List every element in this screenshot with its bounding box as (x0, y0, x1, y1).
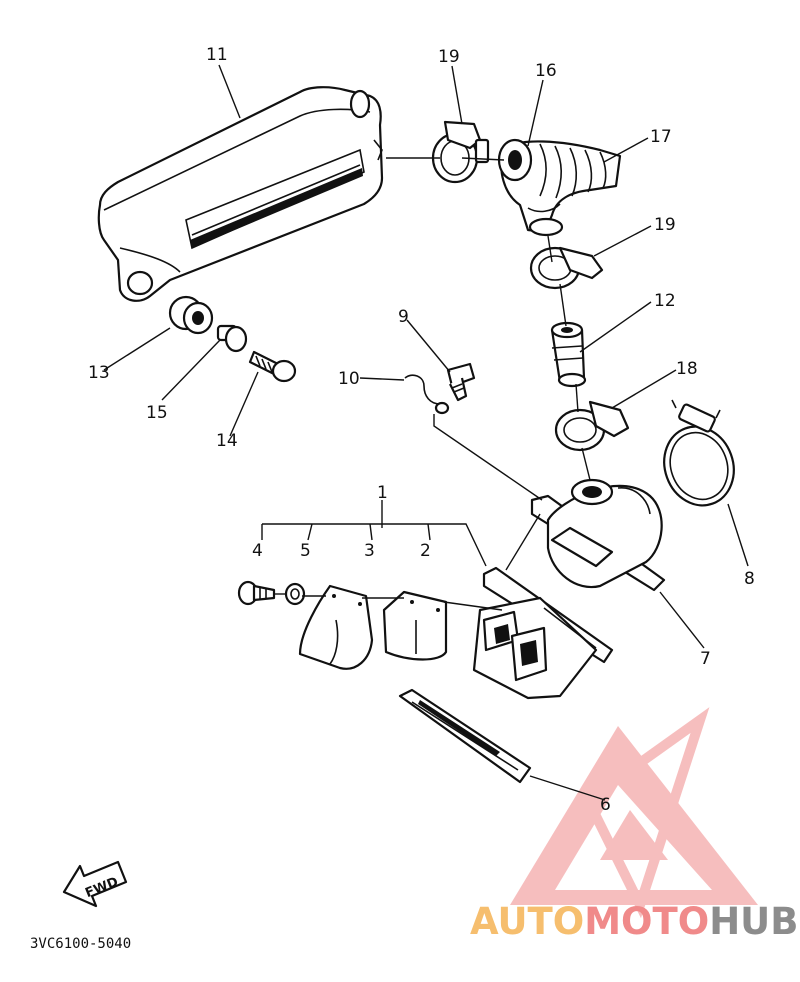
callout-4: 4 (252, 541, 263, 561)
callout-5: 5 (300, 541, 311, 561)
pipe-part (550, 321, 587, 388)
band-clamp-part (663, 399, 735, 507)
bolt-9-part (446, 362, 476, 402)
callout-18: 18 (676, 359, 698, 379)
washer-5-part (284, 582, 306, 606)
manifold-part (530, 478, 666, 592)
part-code: 3VC6100-5040 (30, 936, 131, 952)
hose-clamp-upper-part (431, 120, 490, 184)
callout-16: 16 (535, 61, 557, 81)
callout-13: 13 (88, 363, 110, 383)
reed-stopper-part (298, 584, 374, 670)
fwd-arrow: FWD (62, 860, 128, 908)
callout-17: 17 (650, 127, 672, 147)
watermark-wordmark: AUTOMOTOHUB (470, 900, 798, 943)
callout-14: 14 (216, 431, 238, 451)
collar-part (216, 324, 248, 353)
callout-10: 10 (338, 369, 360, 389)
callout-12: 12 (654, 291, 676, 311)
callout-labels: 11 19 16 17 19 12 18 9 10 13 15 14 1 4 5… (88, 45, 755, 815)
clamp-18-part (554, 400, 630, 452)
callout-8: 8 (744, 569, 755, 589)
callout-19-upper: 19 (438, 47, 460, 67)
hose-clamp-lower-part (529, 246, 604, 290)
callout-19-lower: 19 (654, 215, 676, 235)
watermark-moto: MOTO (584, 900, 709, 943)
screw-part (248, 350, 297, 383)
air-box-part (97, 86, 384, 302)
callout-1: 1 (377, 483, 388, 503)
reed-petal-part (382, 590, 448, 661)
leader-lines (103, 64, 749, 801)
watermark-hub: HUB (709, 900, 798, 943)
clip-10-part (404, 374, 450, 415)
grommet-part (168, 295, 214, 335)
gasket-part (398, 688, 532, 784)
callout-6: 6 (600, 795, 611, 815)
callout-7: 7 (700, 649, 711, 669)
svg-text:AUTOMOTOHUB: AUTOMOTOHUB (470, 900, 798, 943)
reed-valve-assembly-part (472, 566, 614, 700)
watermark-logo (510, 707, 758, 919)
joint-hose-part (497, 138, 622, 237)
callout-3: 3 (364, 541, 375, 561)
callout-11: 11 (206, 45, 228, 65)
bolt-4-part (237, 580, 276, 606)
watermark-auto: AUTO (470, 900, 584, 943)
callout-9: 9 (398, 307, 409, 327)
callout-15: 15 (146, 403, 168, 423)
callout-2: 2 (420, 541, 431, 561)
